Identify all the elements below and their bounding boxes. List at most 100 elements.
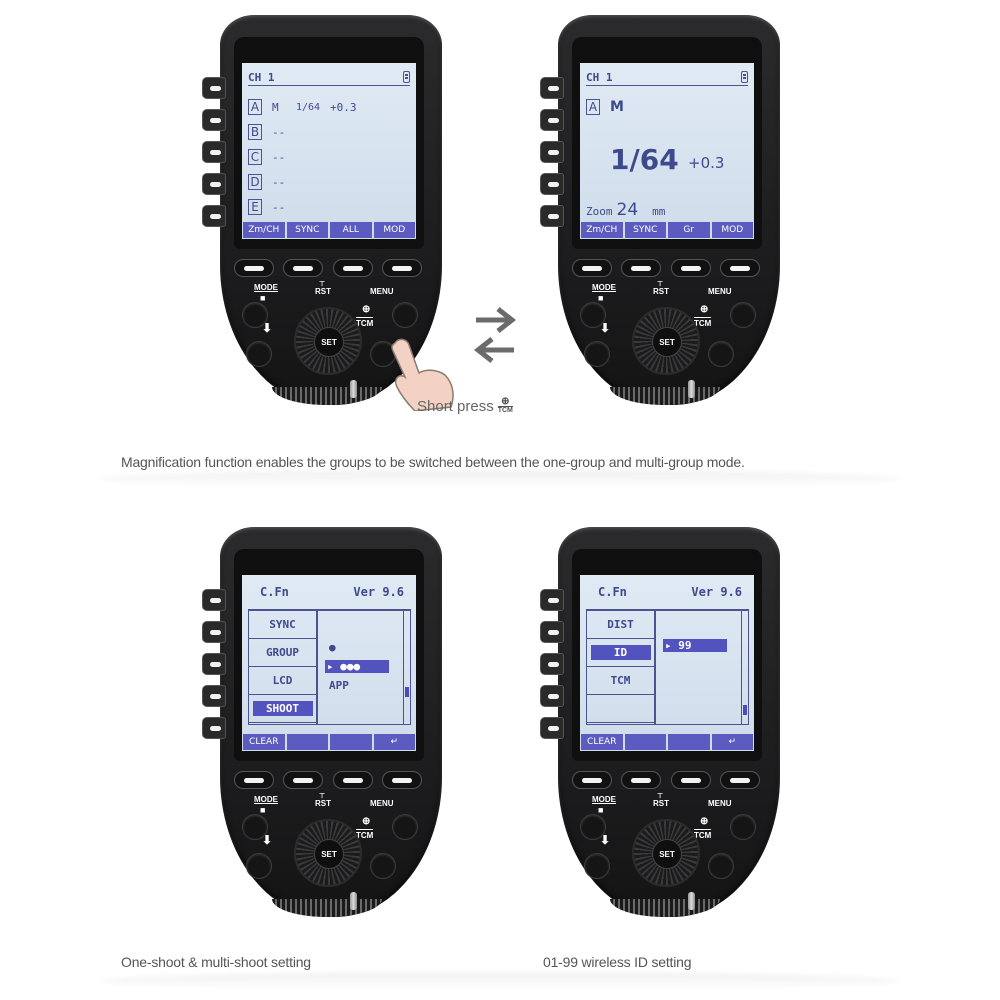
mode-button[interactable] [580,302,606,328]
cfn-menu-item[interactable] [587,695,654,723]
group-button-c[interactable] [202,653,226,675]
tcm-button[interactable] [708,341,734,367]
cfn-option[interactable]: ▸ ●●● [325,660,389,673]
flash-test-button[interactable] [584,341,610,367]
group-button-e[interactable] [202,205,226,227]
group-button-b[interactable] [202,109,226,131]
group-button-d[interactable] [540,685,564,707]
softkey-3[interactable] [330,734,372,750]
softkey-3[interactable] [668,734,710,750]
group-button-a[interactable] [202,77,226,99]
group-button-c[interactable] [540,141,564,163]
flash-test-button[interactable] [246,853,272,879]
function-key-3[interactable] [332,259,373,277]
cfn-menu-item[interactable]: TCM [587,667,654,695]
select-dial[interactable]: SET [294,819,362,887]
tcm-button[interactable] [370,853,396,879]
group-button-b[interactable] [540,621,564,643]
mode-button[interactable] [242,302,268,328]
select-dial[interactable]: SET [632,819,700,887]
scrollbar-thumb[interactable] [405,687,409,697]
function-key-1[interactable] [572,259,612,277]
softkey-3[interactable]: Gr [668,222,710,238]
softkey-2[interactable] [286,734,328,750]
softkey-1[interactable]: CLEAR [581,734,623,750]
menu-button[interactable] [392,814,418,840]
tcm-button[interactable] [708,853,734,879]
function-key-1[interactable] [234,259,274,277]
mode-button[interactable] [580,814,606,840]
set-button[interactable]: SET [314,839,344,869]
scrollbar[interactable] [741,611,748,724]
mode-button[interactable] [242,814,268,840]
function-key-2[interactable] [621,771,662,789]
mount-lock-ring[interactable] [272,387,382,405]
function-key-1[interactable] [234,771,274,789]
menu-button[interactable] [392,302,418,328]
group-row[interactable]: B -- [248,124,330,140]
function-key-3[interactable] [670,259,711,277]
function-key-3[interactable] [332,771,373,789]
function-key-2[interactable] [283,771,324,789]
group-row[interactable]: C -- [248,149,330,165]
group-button-a[interactable] [540,589,564,611]
group-button-a[interactable] [540,77,564,99]
flash-test-button[interactable] [246,341,272,367]
set-button[interactable]: SET [652,327,682,357]
softkey-4[interactable]: ↵ [711,734,753,750]
cfn-option[interactable]: ● [329,641,336,654]
scrollbar[interactable] [403,611,410,724]
cfn-menu-item[interactable]: DIST [587,611,654,639]
function-key-4[interactable] [381,771,422,789]
function-key-3[interactable] [670,771,711,789]
softkey-2[interactable]: SYNC [286,222,328,238]
function-key-1[interactable] [572,771,612,789]
function-key-2[interactable] [621,259,662,277]
group-button-c[interactable] [202,141,226,163]
set-button[interactable]: SET [652,839,682,869]
group-button-d[interactable] [540,173,564,195]
group-button-b[interactable] [202,621,226,643]
group-row[interactable]: E -- [248,199,330,215]
function-key-4[interactable] [719,771,760,789]
tcm-button[interactable] [370,341,396,367]
group-button-d[interactable] [202,173,226,195]
softkey-4[interactable]: MOD [373,222,415,238]
cfn-option[interactable]: ▸ 99 [663,639,727,652]
group-button-d[interactable] [202,685,226,707]
group-button-c[interactable] [540,653,564,675]
group-button-b[interactable] [540,109,564,131]
cfn-menu-item[interactable]: SYNC [249,611,316,639]
menu-button[interactable] [730,814,756,840]
group-button-e[interactable] [202,717,226,739]
cfn-menu-item[interactable]: SHOOT [249,695,316,723]
select-dial[interactable]: SET [294,307,362,375]
softkey-1[interactable]: Zm/CH [581,222,623,238]
menu-button[interactable] [730,302,756,328]
mount-lock-ring[interactable] [610,387,720,405]
group-button-e[interactable] [540,717,564,739]
group-button-a[interactable] [202,589,226,611]
softkey-4[interactable]: MOD [711,222,753,238]
cfn-menu-item[interactable]: LCD [249,667,316,695]
softkey-1[interactable]: CLEAR [243,734,285,750]
softkey-3[interactable]: ALL [330,222,372,238]
set-button[interactable]: SET [314,327,344,357]
cfn-menu-item[interactable]: ID [587,639,654,667]
softkey-2[interactable] [624,734,666,750]
softkey-2[interactable]: SYNC [624,222,666,238]
function-key-2[interactable] [283,259,324,277]
cfn-menu-item[interactable]: GROUP [249,639,316,667]
group-row[interactable]: A M 1/64 +0.3 [248,99,357,115]
select-dial[interactable]: SET [632,307,700,375]
group-row[interactable]: D -- [248,174,330,190]
mount-lock-ring[interactable] [610,899,720,917]
flash-test-button[interactable] [584,853,610,879]
cfn-option[interactable]: APP [329,679,349,692]
function-key-4[interactable] [719,259,760,277]
group-button-e[interactable] [540,205,564,227]
softkey-1[interactable]: Zm/CH [243,222,285,238]
function-key-4[interactable] [381,259,422,277]
mount-lock-ring[interactable] [272,899,382,917]
softkey-4[interactable]: ↵ [373,734,415,750]
